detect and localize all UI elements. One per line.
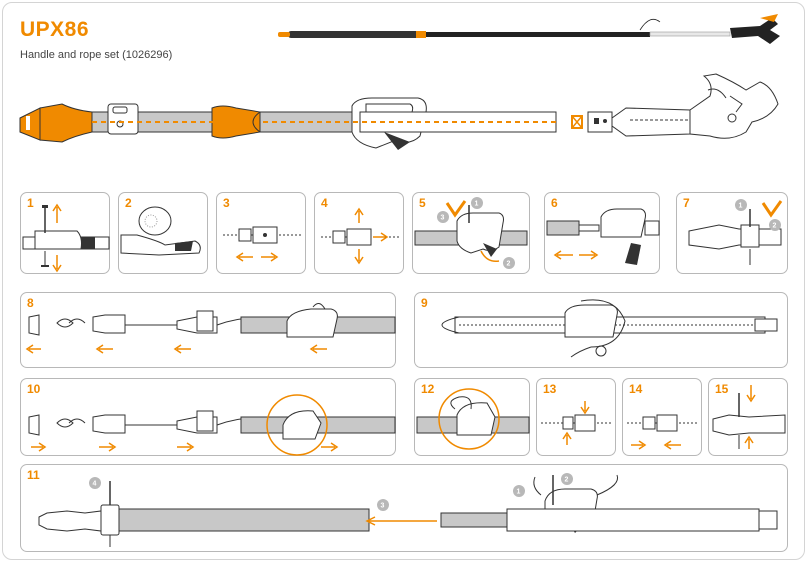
step-number: 8 <box>27 296 34 310</box>
step-6-illustration <box>546 208 660 265</box>
step-number: 12 <box>421 382 435 396</box>
step-15-illustration <box>712 385 786 449</box>
step-9-illustration <box>441 299 778 358</box>
step-number: 6 <box>551 196 558 210</box>
step-number: 14 <box>629 382 643 396</box>
arrow-icon <box>235 252 253 262</box>
step-number: 13 <box>543 382 557 396</box>
page-subtitle: Handle and rope set (1026296) <box>20 49 173 61</box>
callout-1: 1 <box>739 203 743 210</box>
step-3-illustration <box>223 226 301 262</box>
step-8-panel: 8 <box>20 292 396 368</box>
step-7-illustration: 1 2 <box>688 199 783 265</box>
callout-3: 3 <box>381 503 385 510</box>
step-6-panel: 6 <box>544 192 660 274</box>
step-11-panel: 11 4 3 1 2 <box>20 464 788 552</box>
step-number: 2 <box>125 196 132 210</box>
step-9-panel: 9 <box>414 292 788 368</box>
step-15-panel: 15 <box>708 378 788 456</box>
page-title: UPX86 <box>20 18 90 41</box>
step-number: 10 <box>27 382 41 396</box>
main-assembly-illustration <box>19 73 779 150</box>
step-4-illustration <box>321 207 399 265</box>
step-number: 15 <box>715 382 729 396</box>
step-12-illustration <box>416 388 530 450</box>
step-1-illustration <box>22 203 110 273</box>
step-number: 4 <box>321 196 328 210</box>
callout-1: 1 <box>475 201 479 208</box>
step-4-panel: 4 <box>314 192 404 274</box>
step-2-panel: 2 <box>118 192 208 274</box>
step-number: 5 <box>419 196 426 210</box>
step-8-illustration <box>25 303 396 354</box>
callout-2: 2 <box>773 223 777 230</box>
step-11-illustration: 4 3 1 2 <box>38 473 778 547</box>
step-number: 7 <box>683 196 690 210</box>
step-7-panel: 7 1 2 <box>676 192 788 274</box>
step-number: 3 <box>223 196 230 210</box>
step-14-illustration <box>627 414 699 450</box>
step-3-panel: 3 <box>216 192 306 274</box>
callout-3: 3 <box>441 215 445 222</box>
step-10-panel: 10 <box>20 378 396 456</box>
callout-1: 1 <box>517 489 521 496</box>
rope-knot-icon <box>56 318 86 328</box>
step-5-illustration: 1 3 2 <box>414 197 528 269</box>
callout-2: 2 <box>507 261 511 268</box>
callout-4: 4 <box>93 481 97 488</box>
step-number: 9 <box>421 296 428 310</box>
callout-2: 2 <box>565 477 569 484</box>
hand-icon <box>138 206 172 236</box>
step-number: 11 <box>27 468 40 482</box>
step-12-panel: 12 <box>414 378 530 456</box>
step-13-panel: 13 <box>536 378 616 456</box>
step-10-illustration <box>28 394 396 456</box>
step-13-illustration <box>541 401 613 445</box>
arrow-icon <box>52 203 62 223</box>
step-1-panel: 1 <box>20 192 110 274</box>
step-14-panel: 14 <box>622 378 702 456</box>
step-5-panel: 5 1 3 2 <box>412 192 530 274</box>
magnifier-circle-icon <box>266 394 328 456</box>
step-2-illustration <box>120 206 201 256</box>
step-number: 1 <box>27 196 34 210</box>
thumbnail-pole-icon <box>278 14 780 44</box>
